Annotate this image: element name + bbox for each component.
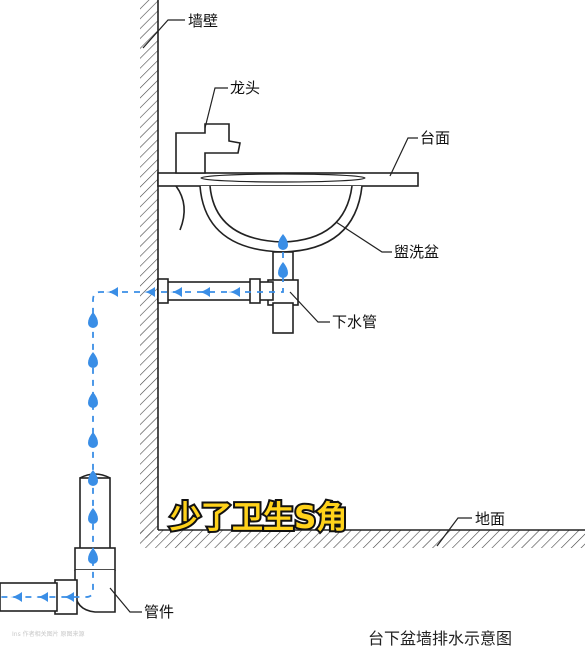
label-countertop: 台面 [420,129,450,147]
water-drop-icon [88,548,98,564]
water-drop-icon [143,287,155,297]
faucet-icon [175,123,241,231]
countertop [157,172,419,187]
annotation-text: 少了卫生S角 [170,500,347,536]
label-fitting: 管件 [144,603,174,621]
label-floor: 地面 [475,510,505,528]
label-basin: 盥洗盆 [394,243,439,261]
label-faucet: 龙头 [230,79,260,97]
water-drop-icon [88,352,98,368]
label-wall: 墙壁 [188,12,218,30]
water-drop-icon [198,287,210,297]
water-drop-icon [10,592,22,602]
water-drop-icon [88,392,98,408]
wall [140,0,159,538]
leader-lines [109,19,472,613]
fitting [0,473,116,615]
water-drop-icon [278,262,288,278]
water-drop-icon [88,312,98,328]
water-drop-icon [62,592,74,602]
water-drop-icon [88,470,98,486]
water-drop-icon [228,287,240,297]
water-drop-icon [170,287,182,297]
water-drop-icon [88,508,98,524]
water-drop-icon [36,592,48,602]
water-drop-icon [106,287,118,297]
label-drain-pipe: 下水管 [332,313,377,331]
watermark: Ins 作者相关图片 原图来源 [12,630,85,638]
floor [140,529,585,548]
water-droplets [10,234,288,602]
diagram-caption: 台下盆墙排水示意图 [368,629,512,648]
water-drop-icon [88,432,98,448]
water-drop-icon [278,234,288,250]
